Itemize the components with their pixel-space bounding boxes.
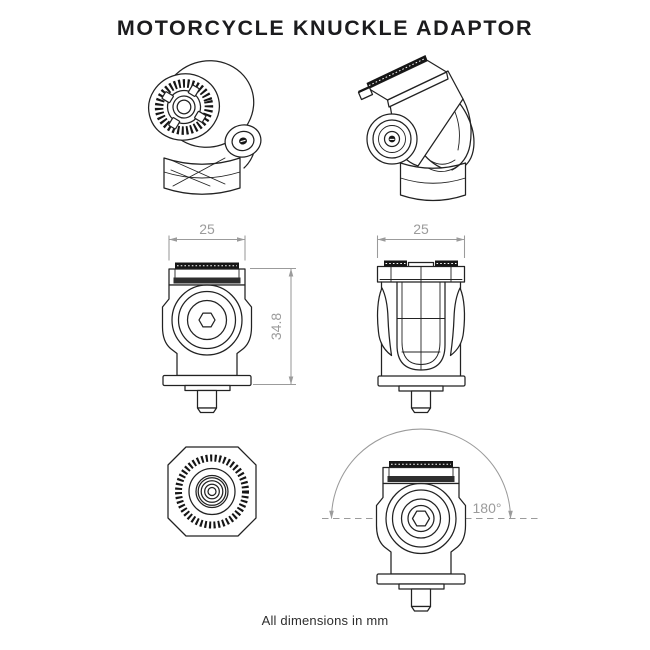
- front-view: 25 34.8: [161, 221, 296, 414]
- top-mount-plate: [357, 55, 449, 108]
- socket-ring: [407, 504, 435, 533]
- gear-face: [148, 73, 220, 141]
- arc-arrow: [329, 510, 334, 519]
- dimension-arrow: [169, 237, 177, 242]
- rotation-view: 180°: [322, 428, 540, 612]
- side-screw-boss: [366, 113, 418, 165]
- width-dimension: 25: [376, 221, 466, 258]
- iso-view-front-right: [357, 55, 475, 202]
- iso-view-front-left: [148, 60, 262, 195]
- dimension-arrow: [377, 237, 386, 242]
- dimension-arrow: [288, 376, 294, 385]
- side-view: 25: [376, 221, 466, 414]
- hex-socket: [411, 510, 431, 527]
- width-dimension: 25: [168, 221, 246, 261]
- dimension-arrow: [288, 268, 294, 277]
- front-height-label: 34.8: [268, 313, 284, 340]
- front-width-label: 25: [199, 221, 215, 237]
- page-title: MOTORCYCLE KNUCKLE ADAPTOR: [116, 16, 534, 40]
- side-width-label: 25: [413, 221, 429, 237]
- rotation-annotation: 180°: [329, 428, 513, 519]
- dimension-arrow: [237, 237, 245, 242]
- axial-gear-view: [167, 446, 257, 537]
- rotation-angle-label: 180°: [473, 500, 502, 516]
- height-dimension: 34.8: [250, 267, 296, 386]
- hex-bore: [198, 312, 216, 328]
- side-screw-boss: [224, 124, 262, 158]
- arc-arrow: [508, 510, 513, 519]
- dimension-arrow: [456, 237, 465, 242]
- dimensions-note: All dimensions in mm: [261, 613, 389, 628]
